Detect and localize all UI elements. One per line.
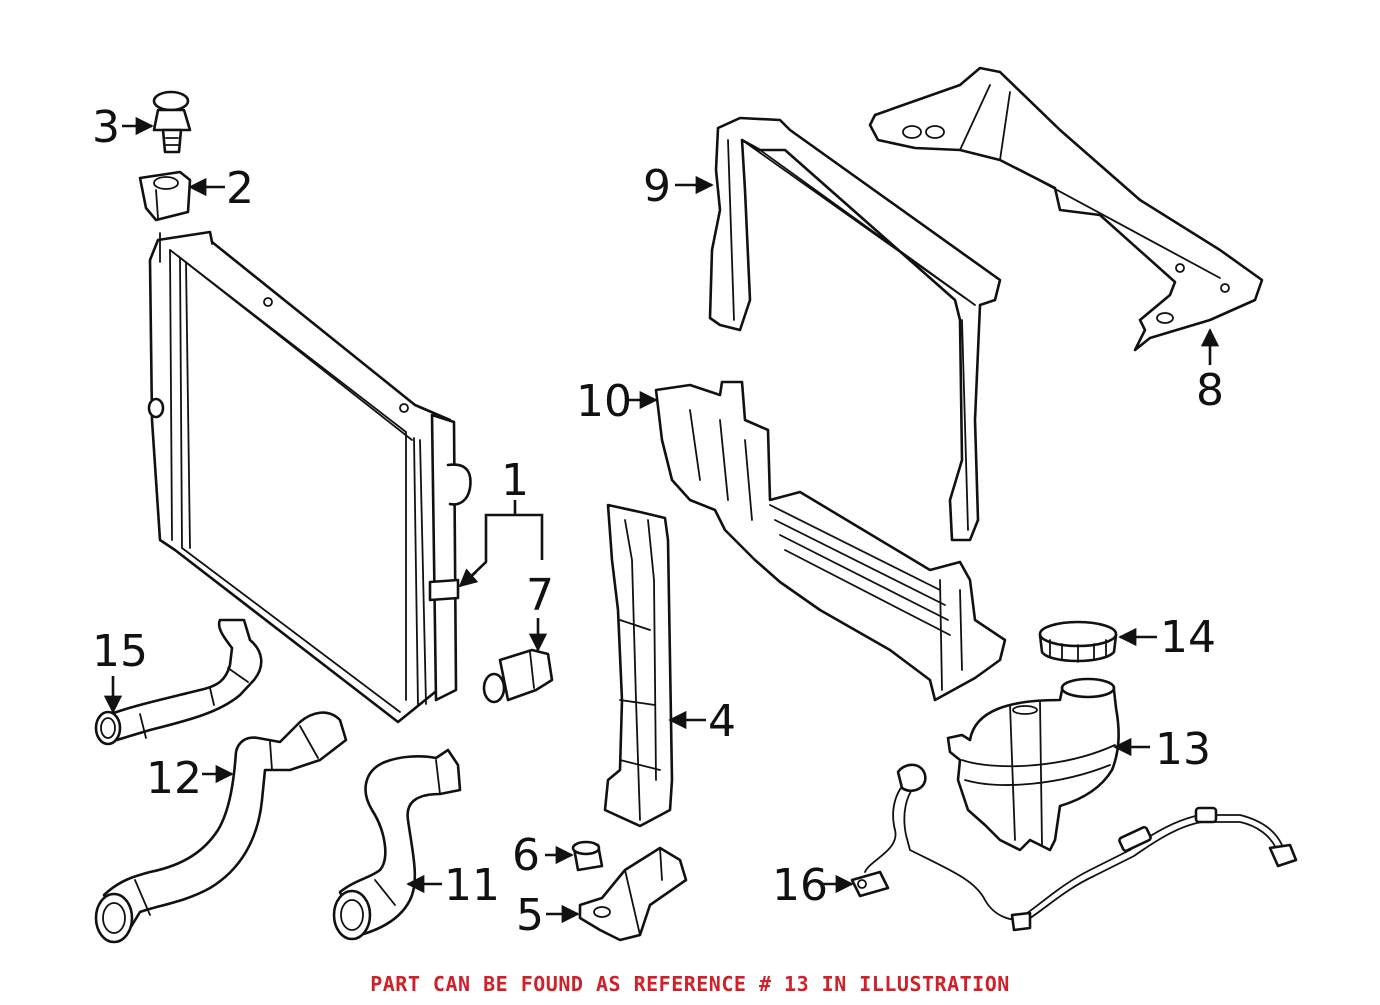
callout-4: 4	[708, 696, 736, 747]
part-radiator	[147, 230, 472, 724]
part-11-hose	[332, 748, 462, 941]
callout-6: 6	[512, 830, 540, 881]
callout-5: 5	[516, 890, 544, 941]
part-4-side-air-guide	[603, 503, 674, 828]
callout-12: 12	[146, 753, 202, 804]
part-5-bracket	[578, 846, 688, 942]
callout-3: 3	[92, 102, 120, 153]
callout-10: 10	[576, 376, 632, 427]
part-15-small-hose	[94, 618, 263, 746]
callout-7: 7	[526, 570, 554, 621]
part-12-hose	[94, 711, 348, 944]
leader-lines	[103, 116, 1220, 924]
part-10-air-duct	[654, 380, 1007, 702]
callout-11: 11	[444, 860, 500, 911]
reference-note: PART CAN BE FOUND AS REFERENCE # 13 IN I…	[370, 972, 1010, 996]
callout-2: 2	[226, 163, 254, 214]
part-14-cap	[1038, 620, 1118, 663]
part-2-grommet	[138, 170, 192, 222]
part-7-drain-plug	[482, 648, 554, 704]
part-16-sensor-wiring	[850, 763, 1298, 932]
callout-8: 8	[1196, 365, 1224, 416]
callout-numbers: 1 2 3 4 5 6 7 8 9 10 11 12 13 14 15 16	[92, 102, 1224, 941]
leader-1-arrow	[458, 568, 479, 588]
callout-13: 13	[1155, 724, 1211, 775]
callout-16: 16	[772, 860, 828, 911]
callout-14: 14	[1160, 612, 1216, 663]
part-13-expansion-tank	[946, 677, 1120, 852]
part-6-grommet	[571, 840, 604, 872]
callout-1: 1	[501, 455, 529, 506]
part-9-upper-air-guide	[708, 116, 1002, 542]
part-3-push-pin	[152, 90, 192, 154]
part-8-cross-member	[868, 66, 1264, 352]
callout-15: 15	[92, 626, 148, 677]
callout-9: 9	[643, 161, 671, 212]
